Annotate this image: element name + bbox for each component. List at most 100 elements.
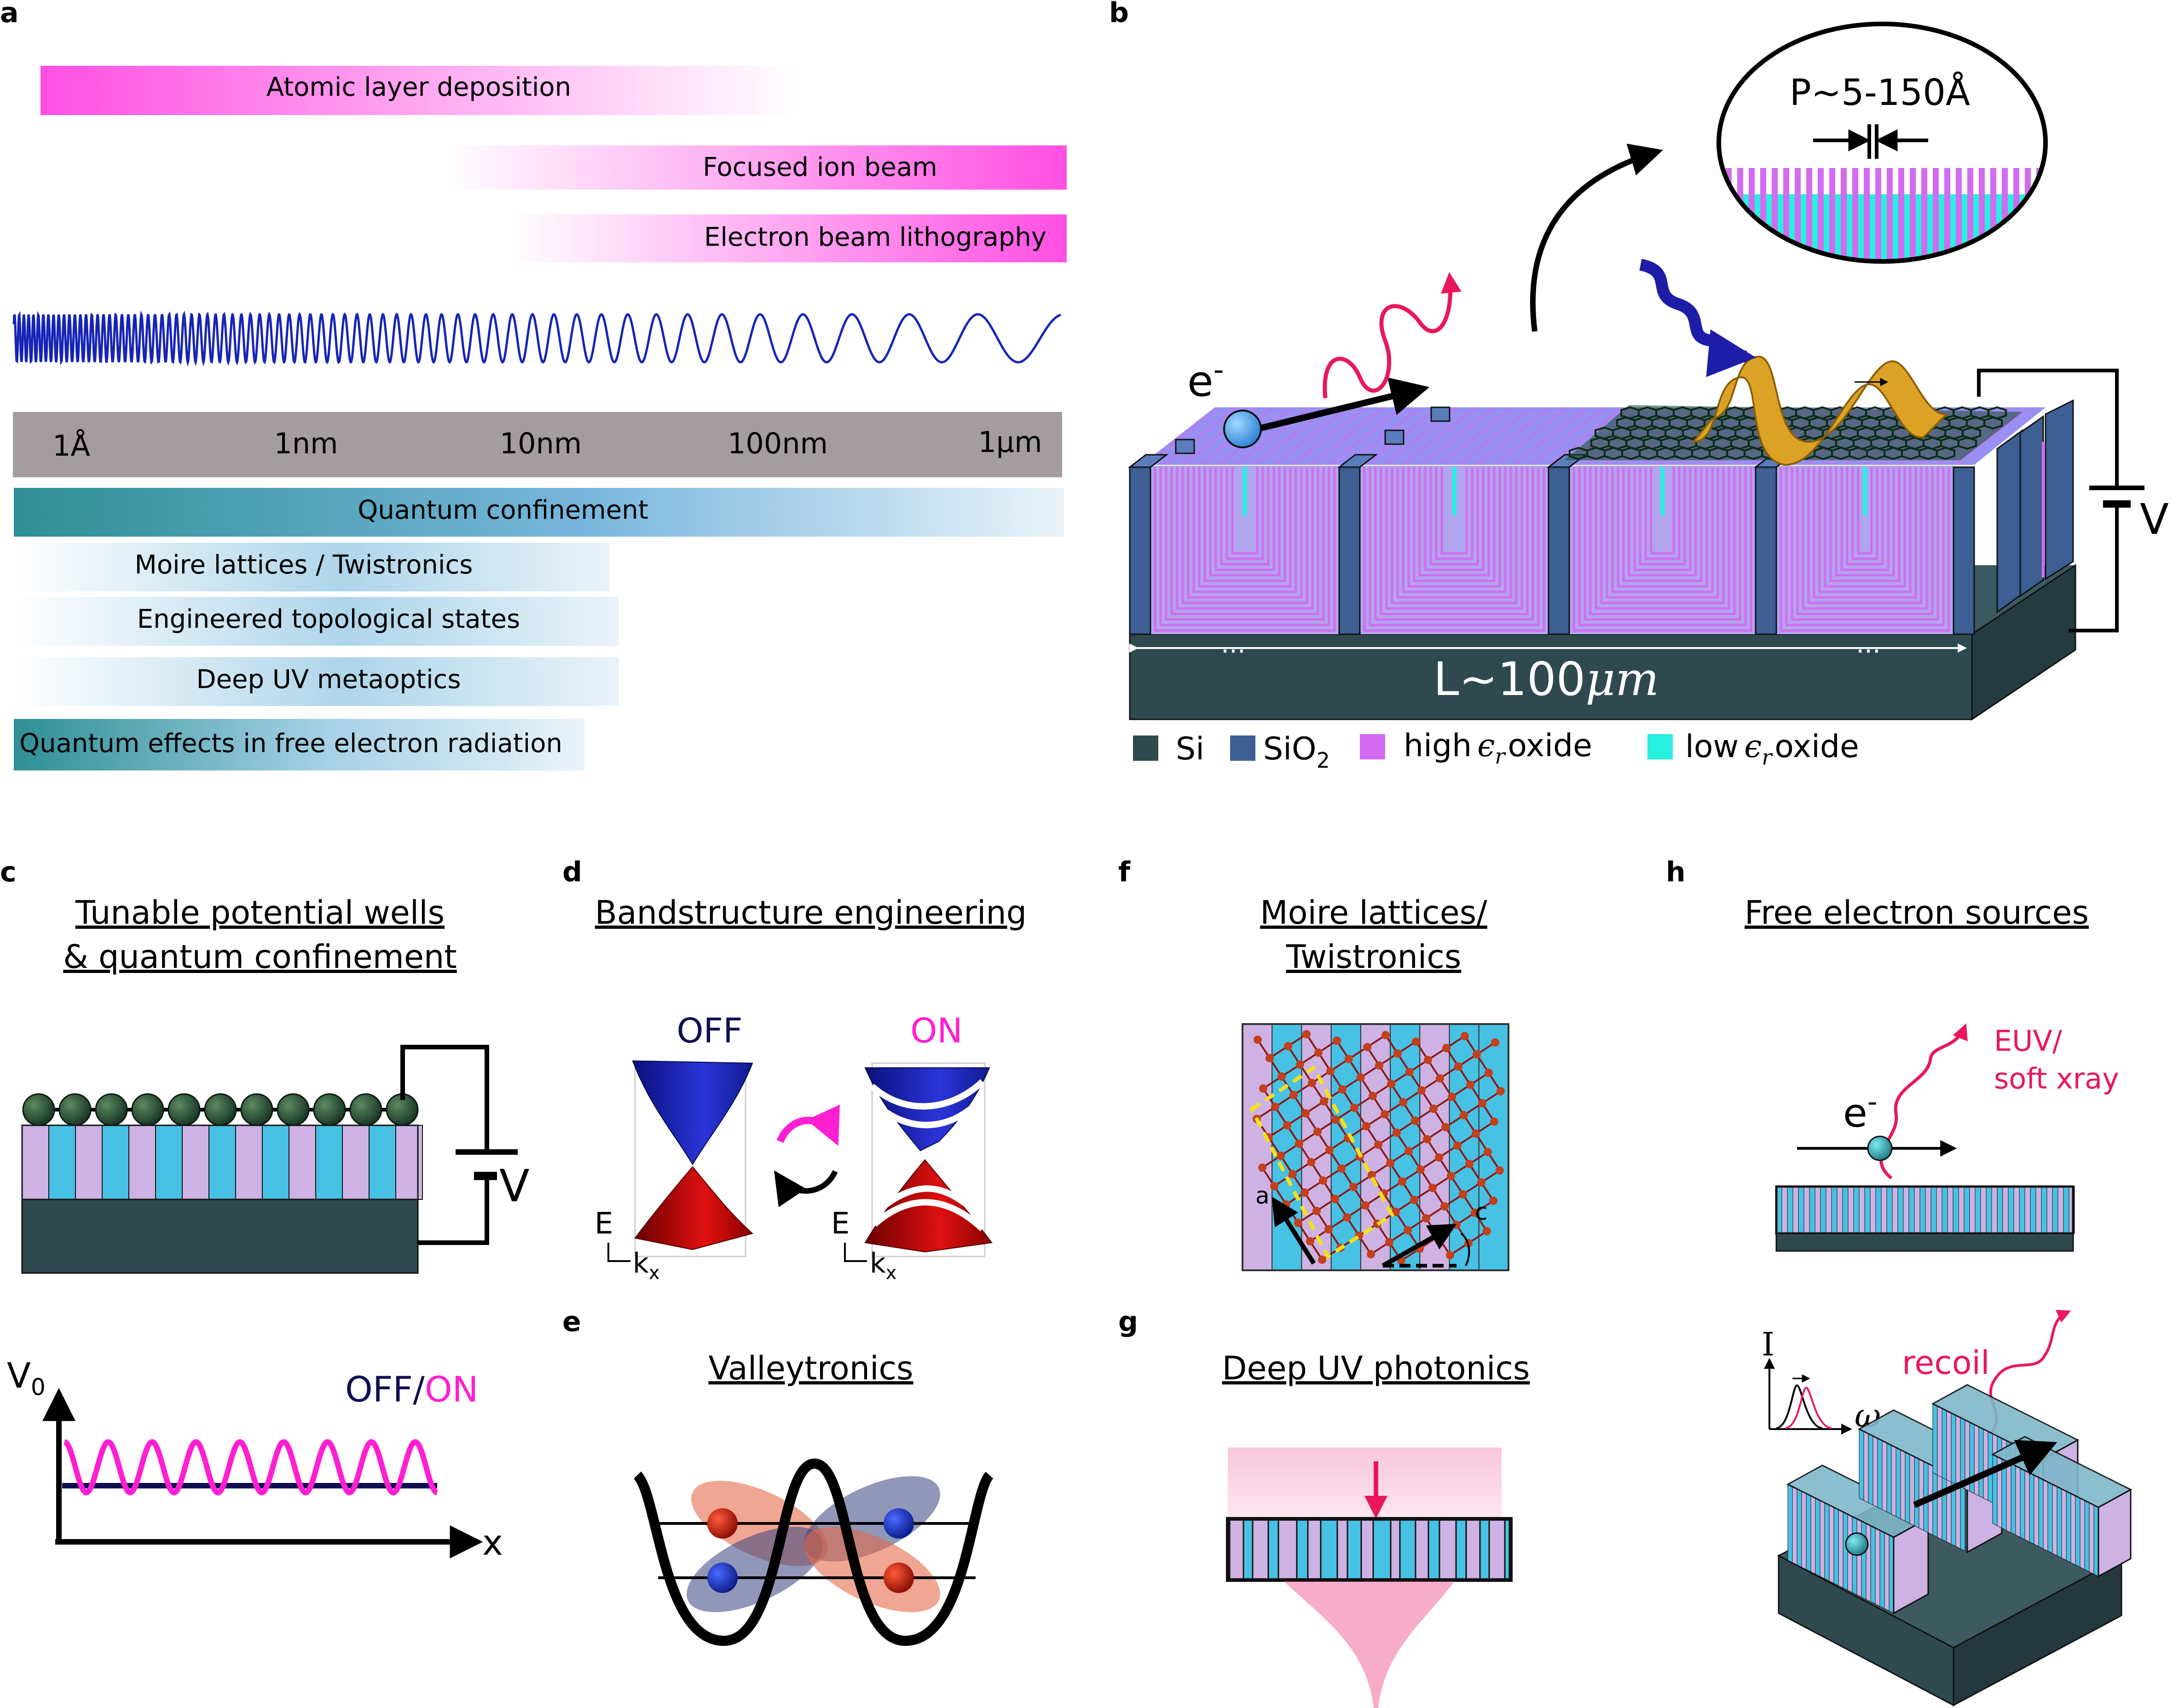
top-stripe [1164,407,1236,465]
cell-layer [1203,467,1286,582]
valence-band-on [864,1159,993,1253]
lattice-atom [1295,1140,1303,1148]
atom [204,1093,237,1126]
metasurface-stripe [1399,1519,1416,1581]
electron-blue-right [884,1508,914,1539]
emitted-photon [1323,272,1462,399]
label-topological-states: Engineered topological states [137,604,520,634]
top-stripe [1403,407,1475,465]
grating-stripe [1930,1186,1937,1234]
grating-stripe [1892,1186,1898,1234]
inset-stripe [1933,193,1939,261]
layer [155,1125,183,1200]
sio2-wall [1129,466,1151,635]
cell-layer [1220,467,1270,566]
inset-stripe [1772,193,1778,261]
lattice-atom [1404,1226,1412,1234]
panel-letter-h: h [1666,856,1686,888]
top-stripe [1293,407,1365,465]
block-stripe [1872,1436,1878,1508]
grating-stripe [1798,1186,1804,1234]
metasurface-frame [1226,1517,1513,1582]
cell-layer [1396,467,1512,599]
layer [102,1125,129,1200]
metasurface-stripe [1415,1519,1429,1581]
top-stripe [1477,407,1549,465]
cell-layer [1187,467,1303,599]
lattice-atom [1393,1049,1402,1058]
cell-layer [1154,467,1336,632]
twist-angle-arc [1460,1233,1470,1266]
lattice-atom [1478,1099,1486,1107]
length-scale-bar [13,412,1062,477]
lattice-atom [1416,1165,1425,1174]
block-stripe [1960,1417,1965,1489]
block-stripe [1946,1410,1952,1482]
inset-stripe [1841,193,1847,261]
sio2-wall-top [1337,454,1378,468]
inset-stripe [1760,193,1766,261]
cell-layer [1780,467,1950,632]
tick-10nm: 10nm [500,427,582,460]
valence-band-off [634,1166,754,1251]
lattice-atom [1465,1160,1474,1168]
metasurface-stripe [1229,1519,1244,1581]
inset-stripe-top [1783,168,1789,194]
block-stripe [2006,1461,2011,1533]
voltage-label-c: V [499,1160,530,1212]
metasurface-stripe [1504,1519,1510,1581]
inset-stripe [2048,193,2054,285]
lattice-atom [1496,1166,1504,1175]
label-focused-ion-beam: Focused ion beam [703,152,937,182]
inset-stripe-top [1933,168,1939,194]
inset-stripe [1806,193,1812,261]
lattice-atom [1325,1146,1334,1154]
atom [313,1093,346,1126]
lattice-atom [1447,1172,1455,1180]
lattice-atom [1331,1195,1339,1203]
top-stripe [1514,407,1586,465]
top-stripe [1550,407,1623,465]
grating-stripe [2013,1186,2020,1234]
inset-stripe-top [1887,168,1893,194]
lattice-atom [1472,1129,1480,1138]
lattice-atom [1461,1032,1469,1040]
metasurface-stripe [1360,1519,1374,1581]
lattice-vector-c [1381,1224,1457,1268]
atom [58,1093,92,1126]
lattice-atom [1302,1030,1311,1038]
lattice-atom [1411,1117,1419,1125]
grating-stripe [2002,1186,2009,1234]
graphene-hex [1983,416,2003,430]
lattice-atom [1473,1050,1481,1059]
spectrum-peak-black [1776,1384,1823,1429]
on-label-d: ON [910,1011,963,1051]
block-stripe [1861,1521,1867,1600]
block-stripe [1974,1424,1979,1496]
metasurface-stripe [1277,1519,1298,1581]
lattice-atom [1270,1182,1278,1190]
cell-layer [1385,467,1523,610]
inset-stripe [1852,193,1858,261]
block-stripe [2034,1475,2039,1547]
block-stripe [1824,1502,1830,1581]
panel-f: Moire lattices/ Twistronics a c [1242,894,1509,1271]
inset-stripe-top [2013,168,2019,194]
title-d: Bandstructure engineering [595,894,1027,932]
grating-stripe [2057,1186,2064,1234]
inset-stripe-top [1760,168,1766,194]
lattice-atom [1332,1116,1340,1124]
lattice-atom [1393,1129,1401,1137]
cell-layer [1214,467,1275,571]
electron-blue-left [707,1563,738,1593]
cell-layer [1791,467,1939,621]
e-axis-on: E [831,1207,850,1241]
grating-stripe [1809,1186,1815,1234]
grating-stripe [1975,1186,1981,1234]
top-stripe [1495,407,1567,465]
cell-layer [1170,467,1319,615]
moire-stripe [1330,1024,1361,1271]
lattice-atom [1405,1068,1414,1076]
